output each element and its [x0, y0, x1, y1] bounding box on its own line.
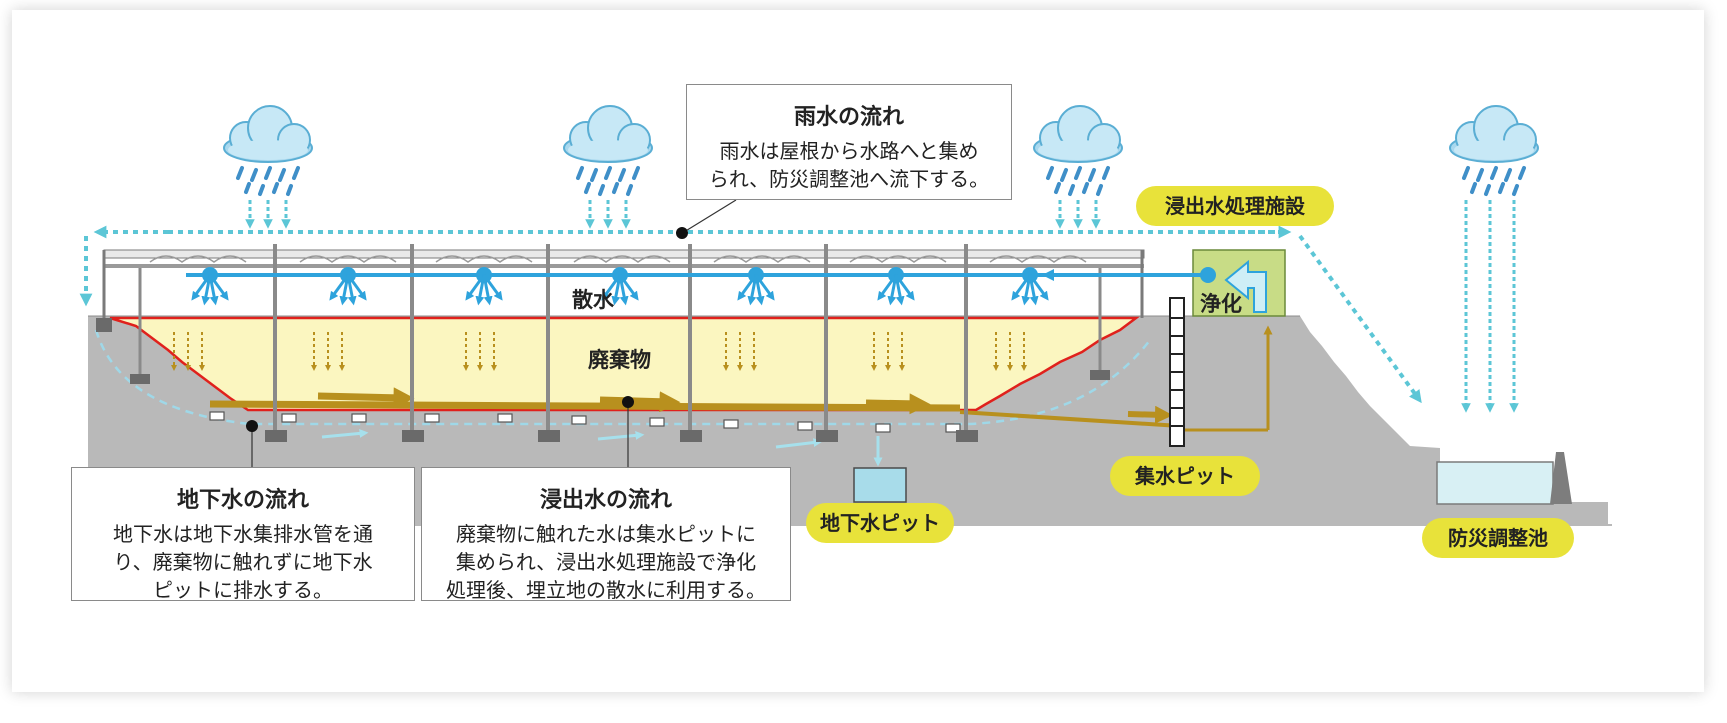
sprinkler — [194, 267, 226, 301]
cloud-rain-icon — [562, 104, 654, 196]
rainfall — [590, 200, 626, 224]
sprinkler — [740, 267, 772, 301]
leachate-flow-callout: 浸出水の流れ 廃棄物に触れた水は集水ピットに 集められ、浸出水処理施設で浄化 処… — [421, 467, 791, 604]
collection-pit-label: 集水ピット — [1110, 456, 1260, 496]
rainfall — [1060, 200, 1096, 224]
sprinkler — [880, 267, 912, 301]
roof-structure — [96, 244, 1145, 442]
leachate-facility-label: 浸出水処理施設 — [1136, 186, 1334, 226]
leachate-flow-line3: 処理後、埋立地の散水に利用する。 — [446, 578, 766, 602]
rainfall-long — [1461, 200, 1519, 413]
retention-pond — [1436, 461, 1554, 505]
sprinkler — [1014, 267, 1046, 301]
sprinkler — [468, 267, 500, 301]
purify-return-arrow — [1224, 259, 1267, 313]
leachate-flow-title: 浸出水の流れ — [539, 488, 672, 513]
waste-body — [109, 316, 1140, 412]
groundwater-flow-body: 地下水は地下水集排水管を通 り、廃棄物に触れずに地下水 ピットに排水する。 — [72, 520, 414, 604]
groundwater-callout-dot — [246, 420, 258, 432]
groundwater-flow-line2: り、廃棄物に触れずに地下水 — [113, 550, 373, 574]
groundwater-pit — [853, 467, 907, 503]
groundwater-flow-title: 地下水の流れ — [176, 488, 309, 513]
rain-flow-title: 雨水の流れ — [793, 105, 904, 130]
leachate-flow-body: 廃棄物に触れた水は集水ピットに 集められ、浸出水処理施設で浄化 処理後、埋立地の… — [422, 520, 790, 604]
cloud-rain-icon — [1032, 104, 1124, 196]
leachate-flow-line2: 集められ、浸出水処理施設で浄化 — [455, 550, 757, 574]
groundwater-flow-callout: 地下水の流れ 地下水は地下水集排水管を通 り、廃棄物に触れずに地下水 ピットに排… — [71, 467, 415, 604]
leachate-callout-dot — [622, 396, 634, 408]
collection-pit-shaft — [1169, 297, 1185, 447]
drain-collectors — [209, 411, 961, 433]
groundwater-pit-label: 地下水ピット — [806, 503, 954, 543]
groundwater-flow-line3: ピットに排水する。 — [153, 578, 333, 602]
rain-flow-line1: 雨水は屋根から水路へと集め — [719, 139, 979, 163]
leachate-flow-line1: 廃棄物に触れた水は集水ピットに — [456, 522, 756, 546]
rain-flow-line2: られ、防災調整池へ流下する。 — [708, 167, 990, 191]
rainfall — [250, 200, 286, 224]
groundwater-flow-line1: 地下水は地下水集排水管を通 — [113, 522, 373, 546]
retention-pond-label: 防災調整池 — [1422, 518, 1574, 558]
sprinkler — [332, 267, 364, 301]
rain-flow-callout: 雨水の流れ 雨水は屋根から水路へと集め られ、防災調整池へ流下する。 — [686, 84, 1012, 200]
rain-callout-dot — [676, 227, 688, 239]
sprinkle-label: 散水 — [572, 288, 614, 312]
cloud-rain-icon — [1448, 104, 1540, 196]
pond-weir — [1550, 452, 1572, 504]
cloud-rain-icon — [222, 104, 314, 196]
purify-label: 浄化 — [1200, 292, 1242, 316]
rain-flow-body: 雨水は屋根から水路へと集め られ、防災調整池へ流下する。 — [687, 137, 1011, 193]
waste-label: 廃棄物 — [588, 348, 651, 372]
